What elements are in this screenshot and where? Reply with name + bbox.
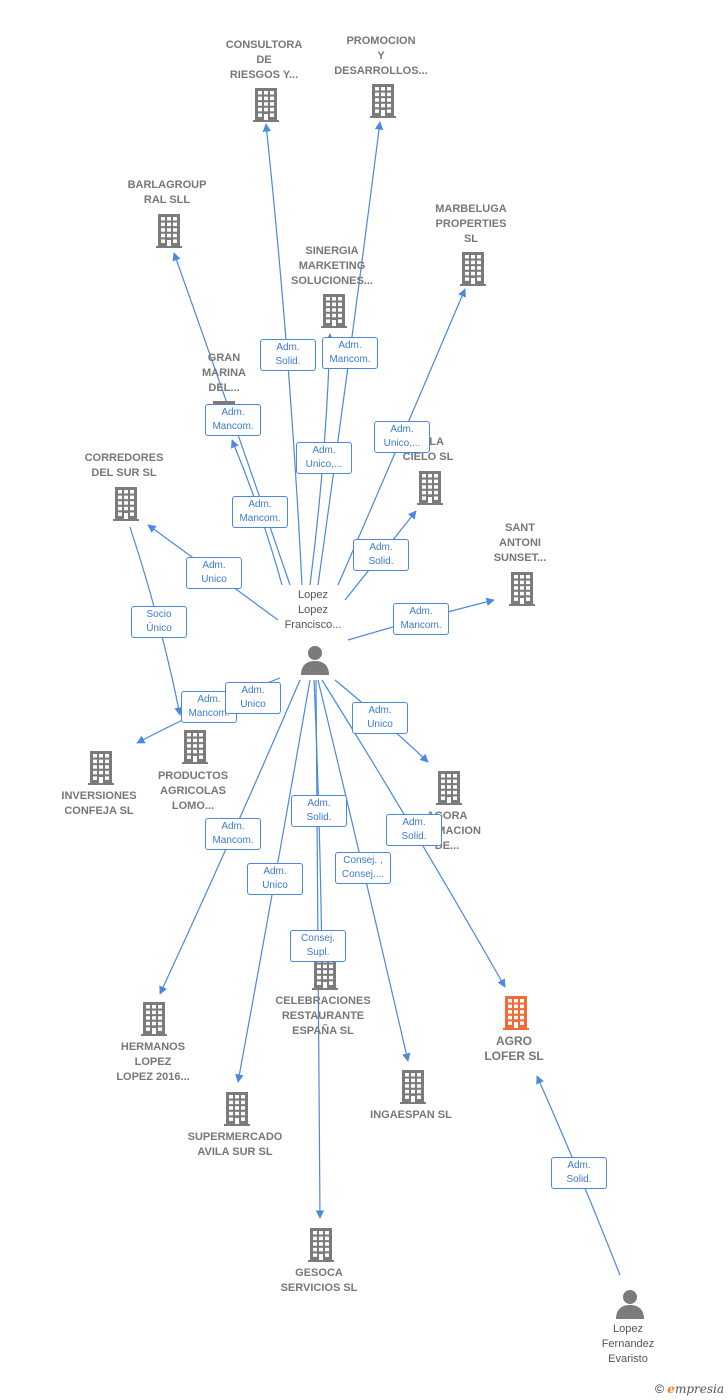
edge-role-label[interactable]: Adm. Mancom.: [205, 818, 261, 850]
company-label-promocion[interactable]: PROMOCION Y DESARROLLOS...: [334, 35, 428, 77]
building-icon[interactable]: [509, 572, 535, 611]
edge-role-label[interactable]: Adm. Unico,...: [296, 442, 352, 474]
building-icon[interactable]: [321, 294, 347, 333]
company-label-granmarina[interactable]: GRAN MARINA DEL...: [202, 352, 246, 394]
building-icon[interactable]: [88, 751, 114, 790]
edge-role-label[interactable]: Adm. Solid.: [386, 814, 442, 846]
person-icon[interactable]: [300, 645, 330, 680]
focus-company-building-icon[interactable]: [503, 996, 529, 1035]
building-icon[interactable]: [141, 1002, 167, 1041]
building-icon[interactable]: [156, 214, 182, 253]
building-icon[interactable]: [370, 84, 396, 123]
company-label-gesoca[interactable]: GESOCA SERVICIOS SL: [280, 1267, 358, 1294]
person-label-lopezevaristo[interactable]: Lopez Fernandez Evaristo: [601, 1323, 655, 1365]
company-label-marbeluga[interactable]: MARBELUGA PROPERTIES SL: [435, 203, 507, 245]
footer-brand: © empresia: [655, 1382, 724, 1396]
person-icon[interactable]: [615, 1289, 645, 1324]
company-label-agrolofer[interactable]: AGRO LOFER SL: [484, 1034, 544, 1063]
edge-role-label[interactable]: Adm. Unico: [225, 682, 281, 714]
edge-role-label[interactable]: Adm. Mancom.: [322, 337, 378, 369]
brand-logo: empresia: [667, 1382, 724, 1396]
building-icon[interactable]: [436, 771, 462, 810]
building-icon[interactable]: [417, 471, 443, 510]
person-label-lopezfrancisco[interactable]: Lopez Lopez Francisco...: [284, 589, 342, 631]
company-label-ingaespan[interactable]: INGAESPAN SL: [370, 1109, 452, 1121]
edge-role-label[interactable]: Adm. Unico: [352, 702, 408, 734]
edge-role-label[interactable]: Consej. , Consej....: [335, 852, 391, 884]
edge-role-label[interactable]: Adm. Mancom.: [205, 404, 261, 436]
edge-role-label[interactable]: Adm. Mancom.: [232, 496, 288, 528]
edge-role-label[interactable]: Socio Único: [131, 606, 187, 638]
edge-role-label[interactable]: Adm. Solid.: [551, 1157, 607, 1189]
company-label-sinergia[interactable]: SINERGIA MARKETING SOLUCIONES...: [291, 245, 373, 287]
edge-role-label[interactable]: Adm. Mancom.: [393, 603, 449, 635]
building-icon[interactable]: [460, 252, 486, 291]
company-label-celebraciones[interactable]: CELEBRACIONES RESTAURANTE ESPAÑA SL: [275, 995, 371, 1037]
building-icon[interactable]: [113, 487, 139, 526]
edge-role-label[interactable]: Adm. Unico: [247, 863, 303, 895]
building-icon[interactable]: [224, 1092, 250, 1131]
building-icon[interactable]: [400, 1070, 426, 1109]
company-label-santantoni[interactable]: SANT ANTONI SUNSET...: [493, 522, 547, 564]
company-label-hermanos[interactable]: HERMANOS LOPEZ LOPEZ 2016...: [116, 1041, 190, 1083]
edge-role-label[interactable]: Consej. Supl.: [290, 930, 346, 962]
building-icon[interactable]: [182, 730, 208, 769]
building-icon[interactable]: [308, 1228, 334, 1267]
company-label-supermercado[interactable]: SUPERMERCADO AVILA SUR SL: [187, 1131, 283, 1158]
edge-role-label[interactable]: Adm. Solid.: [353, 539, 409, 571]
edge-role-label[interactable]: Adm. Unico,...: [374, 421, 430, 453]
edge-role-label[interactable]: Adm. Solid.: [260, 339, 316, 371]
company-label-inversiones[interactable]: INVERSIONES CONFEJA SL: [61, 790, 137, 817]
copyright-mark: ©: [655, 1382, 664, 1396]
edge-role-label[interactable]: Adm. Unico: [186, 557, 242, 589]
company-label-productos[interactable]: PRODUCTOS AGRICOLAS LOMO...: [157, 770, 229, 812]
building-icon[interactable]: [253, 88, 279, 127]
company-label-barlagroup[interactable]: BARLAGROUP RAL SLL: [127, 179, 207, 206]
company-label-corredores[interactable]: CORREDORES DEL SUR SL: [84, 452, 164, 479]
edge-role-label[interactable]: Adm. Solid.: [291, 795, 347, 827]
company-label-consultora[interactable]: CONSULTORA DE RIESGOS Y...: [225, 39, 303, 81]
